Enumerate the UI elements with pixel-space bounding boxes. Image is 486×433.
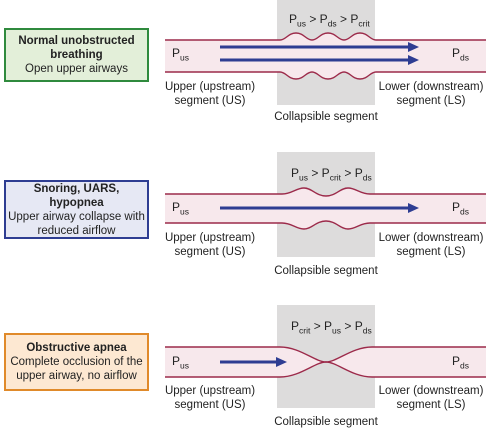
airflow-arrowhead — [408, 55, 419, 65]
upstream-segment-label: Upper (upstream)segment (US) — [164, 385, 256, 411]
pressure-inequality: Pcrit > Pus > Pds — [291, 319, 372, 336]
airway-lower-wall — [165, 361, 486, 378]
upstream-segment-label: Upper (upstream)segment (US) — [164, 232, 256, 258]
pressure-inequality: Pus > Pds > Pcrit — [289, 12, 370, 29]
airway-lower-wall — [165, 220, 486, 230]
upstream-pressure-label: Pus — [172, 200, 189, 217]
panel-obstructive-apnea: Pcrit > Pus > Pds Obstructive apnea Comp… — [0, 305, 486, 433]
airway-tube — [165, 346, 486, 378]
collapsible-segment-label: Collapsible segment — [274, 265, 378, 277]
condition-description: Open upper airways — [25, 63, 128, 75]
panel-normal-breathing: Pus > Pds > Pcrit Normal unobstructed br… — [0, 0, 486, 140]
condition-description: Complete occlusion of the upper airway, … — [10, 356, 143, 382]
airway-tube — [165, 32, 486, 80]
condition-box: Obstructive apnea Complete occlusion of … — [4, 333, 149, 391]
condition-description: Upper airway collapse with reduced airfl… — [8, 210, 145, 237]
airway-lower-wall — [165, 71, 486, 80]
upstream-pressure-label: Pus — [172, 46, 189, 63]
airflow-arrowhead — [408, 42, 419, 52]
downstream-segment-label: Lower (downstream)segment (LS) — [378, 81, 484, 107]
airway-tube — [165, 187, 486, 230]
condition-title: Normal unobstructed breathing — [18, 35, 135, 61]
panel-snoring-hypopnea: Pus > Pcrit > Pds Snoring, UARS, hypopne… — [0, 152, 486, 292]
downstream-segment-label: Lower (downstream)segment (LS) — [378, 385, 484, 411]
downstream-pressure-label: Pds — [452, 200, 469, 217]
collapsible-segment-label: Collapsible segment — [274, 416, 378, 428]
airway-upper-wall — [165, 187, 486, 197]
condition-title: Snoring, UARS, hypopnea — [33, 182, 120, 209]
downstream-pressure-label: Pds — [452, 46, 469, 63]
downstream-pressure-label: Pds — [452, 354, 469, 371]
airway-fill — [165, 33, 486, 79]
pressure-inequality: Pus > Pcrit > Pds — [291, 166, 372, 183]
condition-box: Normal unobstructed breathing Open upper… — [4, 28, 149, 82]
upstream-segment-label: Upper (upstream)segment (US) — [164, 81, 256, 107]
airflow-arrowhead — [276, 357, 287, 367]
collapsible-segment-label: Collapsible segment — [274, 111, 378, 123]
upstream-pressure-label: Pus — [172, 354, 189, 371]
condition-box: Snoring, UARS, hypopnea Upper airway col… — [4, 180, 149, 239]
airflow-arrowhead — [408, 203, 419, 213]
downstream-segment-label: Lower (downstream)segment (LS) — [378, 232, 484, 258]
airway-upper-wall — [165, 32, 486, 41]
condition-title: Obstructive apnea — [26, 342, 127, 354]
